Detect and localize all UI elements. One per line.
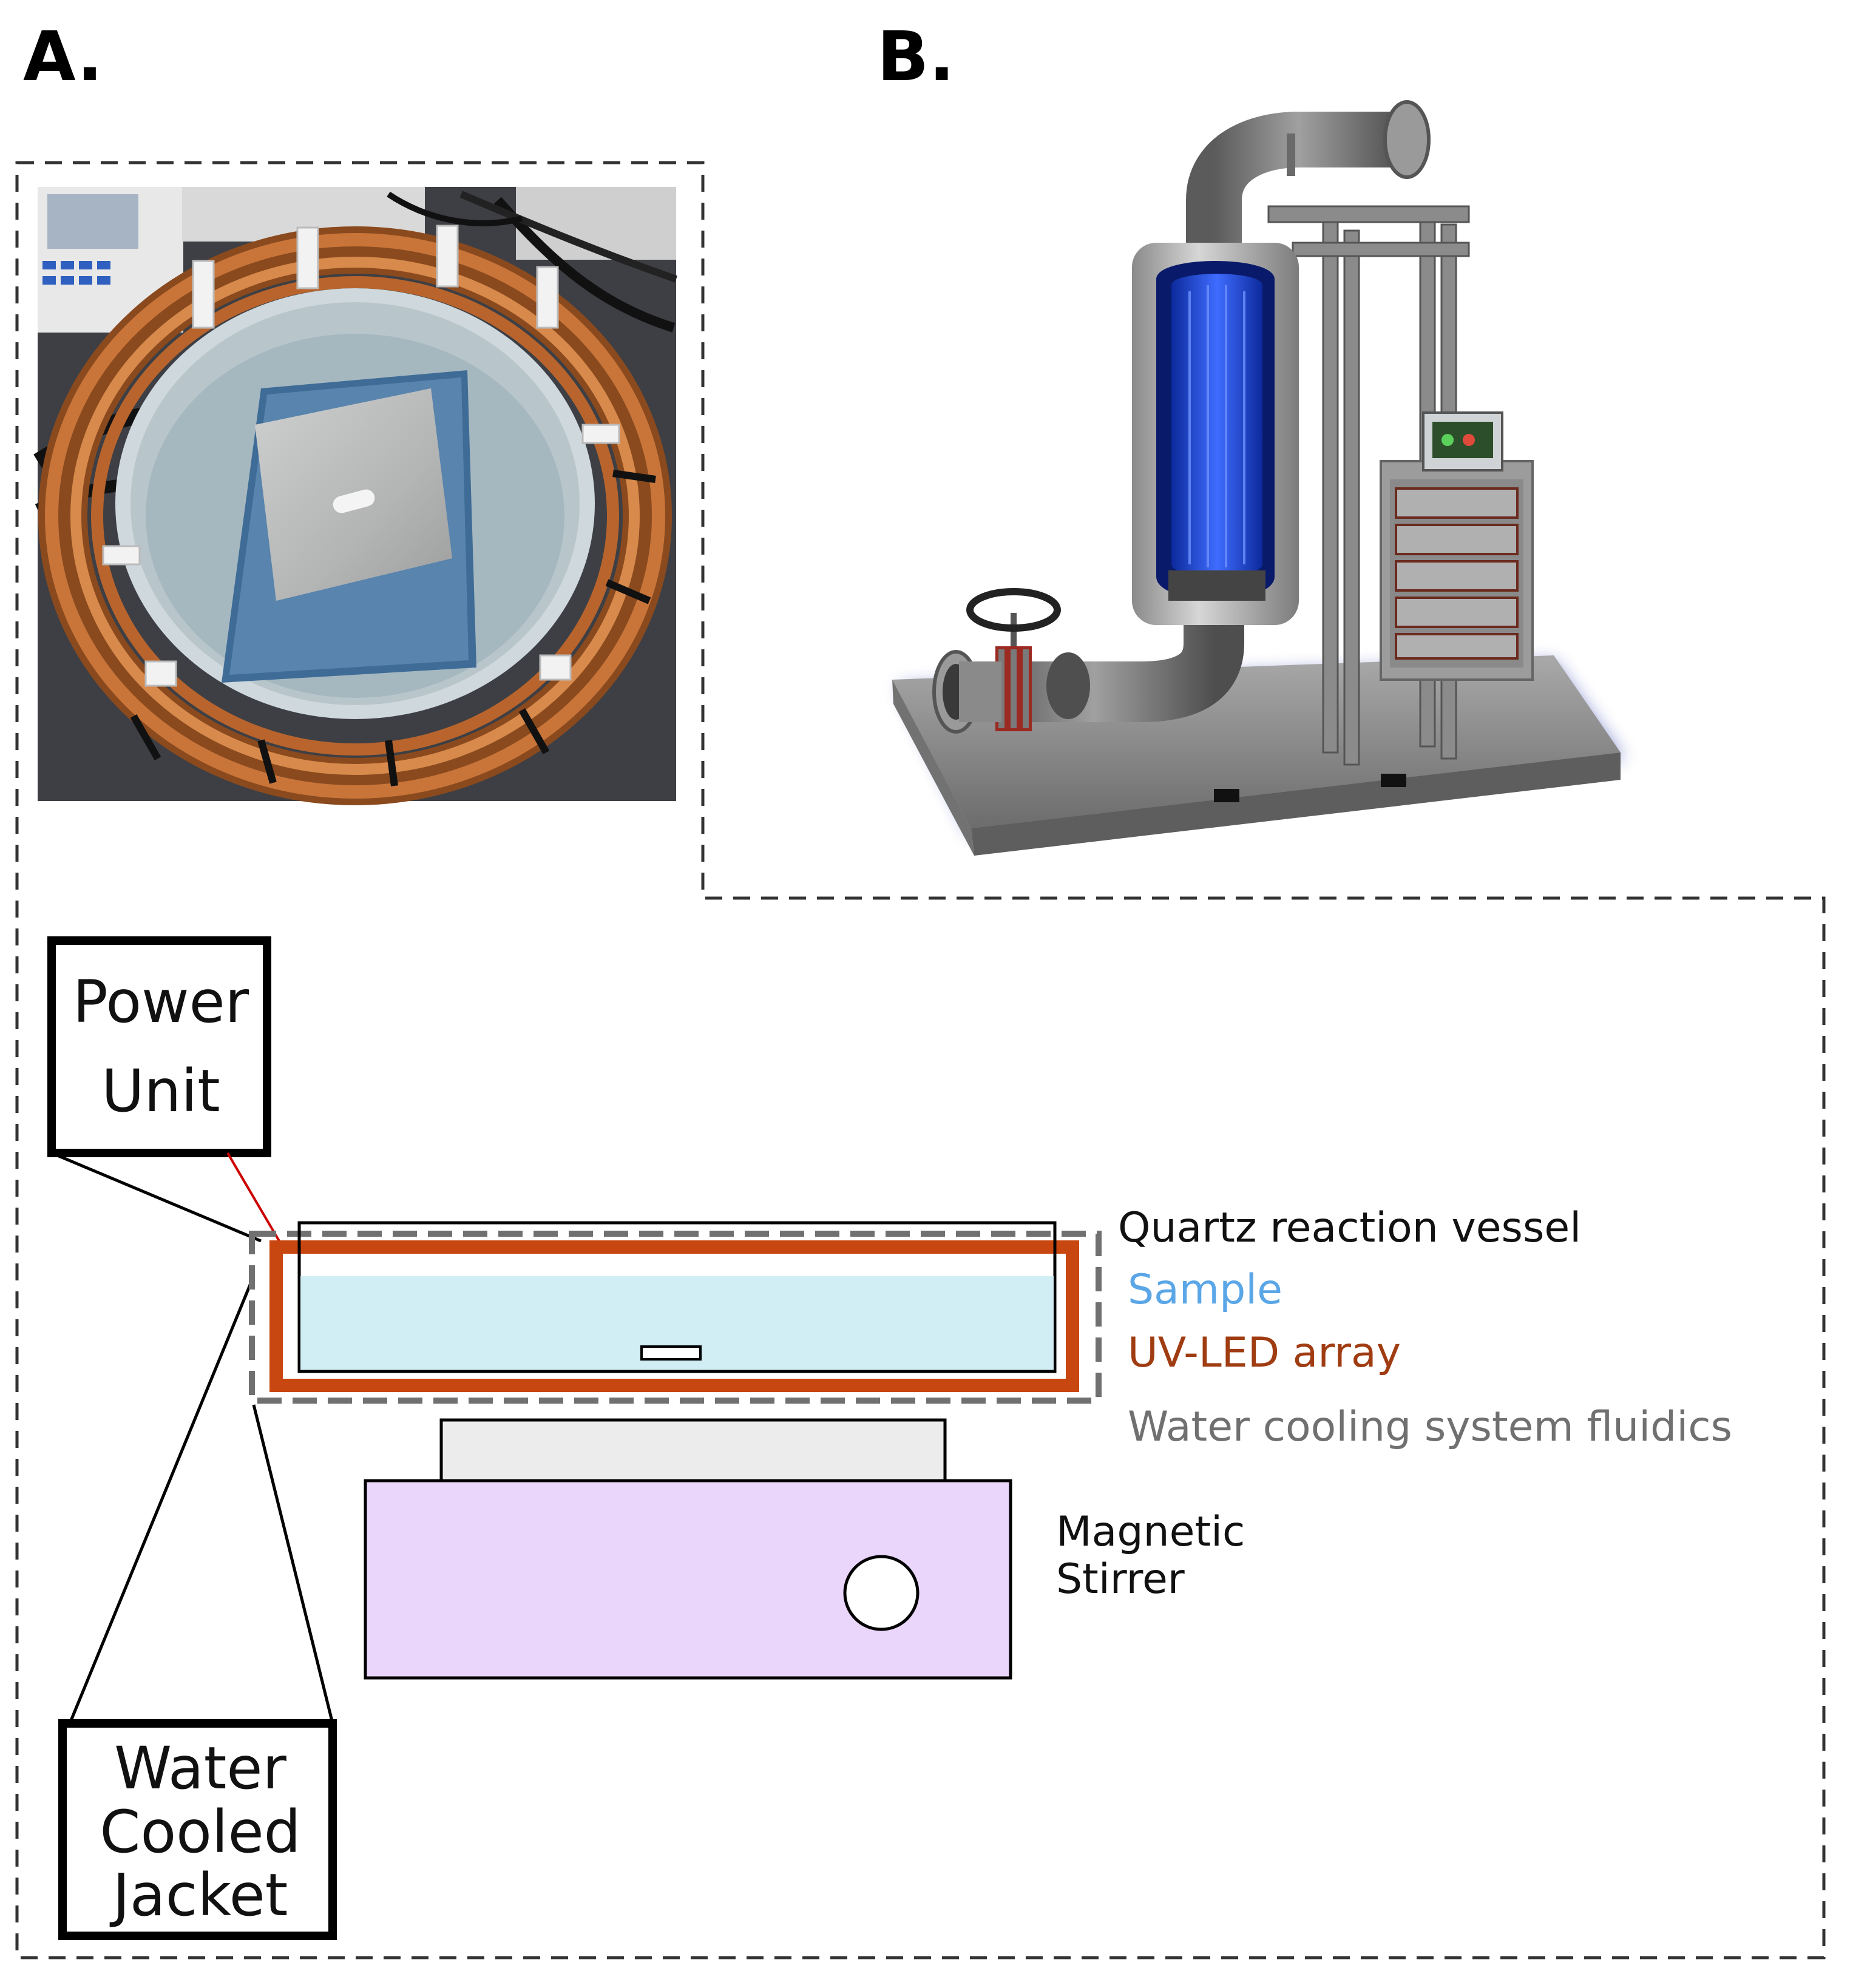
panel-b-label: B. [877, 18, 955, 96]
photo-reactor-top-view [33, 187, 677, 805]
uv-led-frame [269, 1240, 1079, 1392]
stir-bar [640, 1345, 702, 1361]
power-wire [226, 1152, 280, 1242]
uv-led-array-label: UV-LED array [1128, 1329, 1401, 1377]
jacket-line-left [68, 1280, 254, 1724]
pipe-uv-reactor-render [892, 100, 1624, 856]
power-unit-box [47, 936, 271, 1157]
panel-a-frame [15, 161, 1826, 1959]
water-cooling-outline [249, 1231, 1102, 1404]
water-cooling-label: Water cooling system fluidics [1128, 1403, 1733, 1451]
power-cable-line [51, 1151, 262, 1243]
water-cooled-jacket-box [58, 1719, 337, 1940]
quartz-vessel-label: Quartz reaction vessel [1118, 1204, 1582, 1252]
panel-a-label: A. [23, 18, 103, 96]
magnetic-stirrer-label: Magnetic Stirrer [1056, 1508, 1245, 1604]
power-unit-label: Power Unit [72, 968, 249, 1125]
jacket-line-right [252, 1404, 334, 1724]
water-cooled-jacket-label: Water Cooled Jacket [100, 1734, 301, 1930]
sample-label: Sample [1128, 1266, 1282, 1314]
stirrer-plate [439, 1418, 947, 1483]
stirrer-knob [843, 1555, 920, 1631]
